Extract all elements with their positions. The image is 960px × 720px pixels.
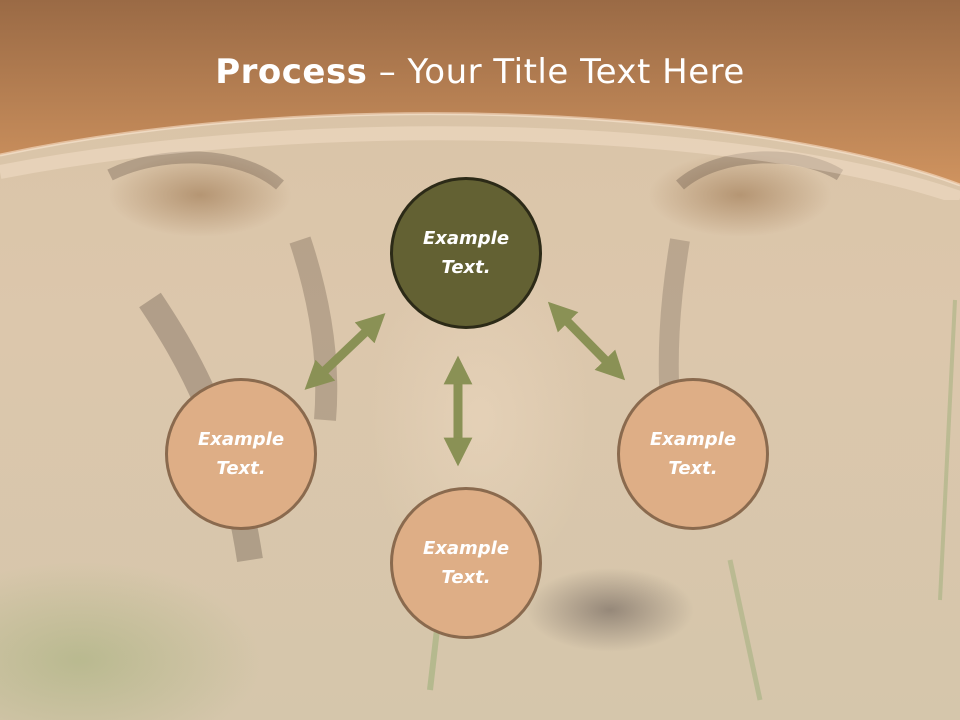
node-top-line1: Example [422, 228, 510, 249]
node-bottom-line2: Text. [441, 567, 491, 588]
node-right-line2: Text. [668, 458, 718, 479]
process-node-left[interactable]: Example Text. [165, 378, 317, 530]
node-bottom-line1: Example [422, 538, 510, 559]
process-node-bottom[interactable]: Example Text. [390, 487, 542, 639]
process-node-right[interactable]: Example Text. [617, 378, 769, 530]
process-node-top[interactable]: Example Text. [390, 177, 542, 329]
page-title: Process – Your Title Text Here [0, 52, 960, 92]
title-rest: – Your Title Text Here [367, 52, 745, 92]
title-band [0, 0, 960, 200]
arrow-top-left [304, 313, 386, 390]
node-right-line1: Example [649, 429, 737, 450]
node-left-line2: Text. [216, 458, 266, 479]
node-top-line2: Text. [441, 257, 491, 278]
title-bold: Process [215, 52, 368, 92]
arrow-top-right [547, 301, 626, 381]
node-left-line1: Example [197, 429, 285, 450]
